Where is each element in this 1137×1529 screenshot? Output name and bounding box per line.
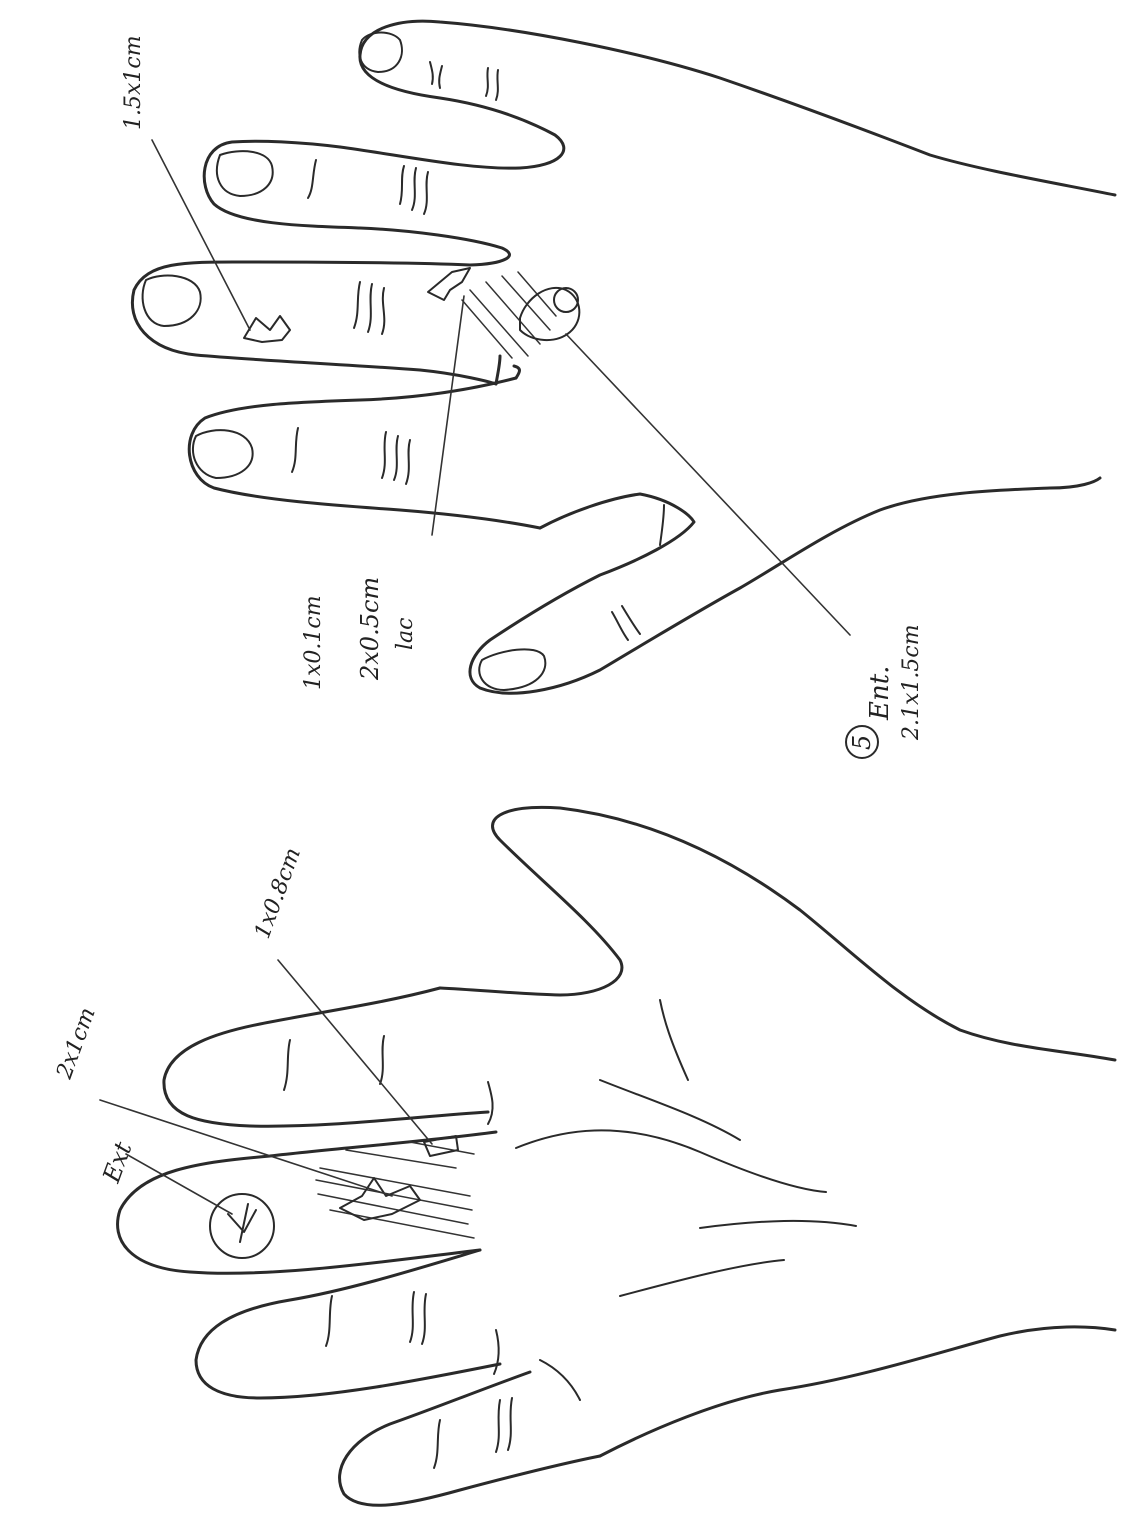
hand-a-nail-middle <box>143 276 201 326</box>
leader-entrance <box>566 334 850 635</box>
hand-a-index-finger <box>189 378 540 528</box>
wound-entrance-ring <box>554 288 578 312</box>
hand-b-thumb <box>440 807 1115 1060</box>
hand-b-ring-joint <box>494 1330 499 1374</box>
hand-a-nails <box>143 33 546 691</box>
hand-b-palm-edge <box>600 1327 1115 1456</box>
hand-b-thumb-crease <box>660 1000 688 1080</box>
hand-a-wounds <box>244 268 579 358</box>
hand-a-nail-ring <box>217 151 273 196</box>
hand-a-thumb <box>470 478 1100 693</box>
label-wound-ring-base: 1x0.1cm <box>301 595 326 690</box>
label-figure-number: 5 <box>848 735 876 750</box>
hand-b-wounds <box>210 1136 474 1258</box>
hand-a-little-finger <box>340 21 1115 195</box>
hand-b-leaders <box>100 960 432 1214</box>
hand-b-index-finger <box>164 988 488 1126</box>
hand-a-nail-thumb <box>479 649 545 690</box>
label-exit: Ext <box>97 1138 138 1187</box>
wound-base-hatching <box>462 272 556 358</box>
hand-a-leaders <box>152 140 850 635</box>
leader-dorsal-lac <box>432 296 464 535</box>
wound-ring-base-mark <box>428 268 470 300</box>
label-wound-dorsal-lac: 2x0.5cm <box>356 577 384 681</box>
wound-exit-circle <box>210 1194 274 1258</box>
hand-a-nail-index <box>193 430 253 478</box>
label-entrance-size: 2.1x1.5cm <box>899 624 924 741</box>
hand-b-index-joint <box>488 1082 493 1124</box>
label-entrance: Ent. <box>865 666 895 721</box>
wound-middle-finger-mark <box>244 316 290 342</box>
leader-index-mid <box>278 960 432 1144</box>
label-wound-middle-finger: 1.5x1cm <box>121 35 146 130</box>
hand-b-creases <box>284 1036 856 1468</box>
label-wound-index-mid: 1x0.8cm <box>250 845 306 942</box>
hand-a-outline <box>132 21 1115 693</box>
hand-a-ring-finger <box>204 141 509 265</box>
wound-palm-hatching <box>316 1142 474 1238</box>
hand-b-little-finger <box>340 1372 600 1505</box>
label-wound-dorsal-lac-note: lac <box>393 618 418 650</box>
hand-a-thumb-joint <box>660 505 664 545</box>
label-wound-index-distal: 2x1cm <box>52 1004 101 1083</box>
hand-b-labels: 2x1cm Ext 1x0.8cm <box>52 845 306 1187</box>
diagram-a-back-of-hand: 1.5x1cm 1x0.1cm 2x0.5cm lac Ent. 2.1x1.5… <box>121 21 1115 758</box>
wound-exit-mark <box>228 1204 256 1242</box>
diagram-b-palm-of-hand: 2x1cm Ext 1x0.8cm <box>52 807 1115 1505</box>
